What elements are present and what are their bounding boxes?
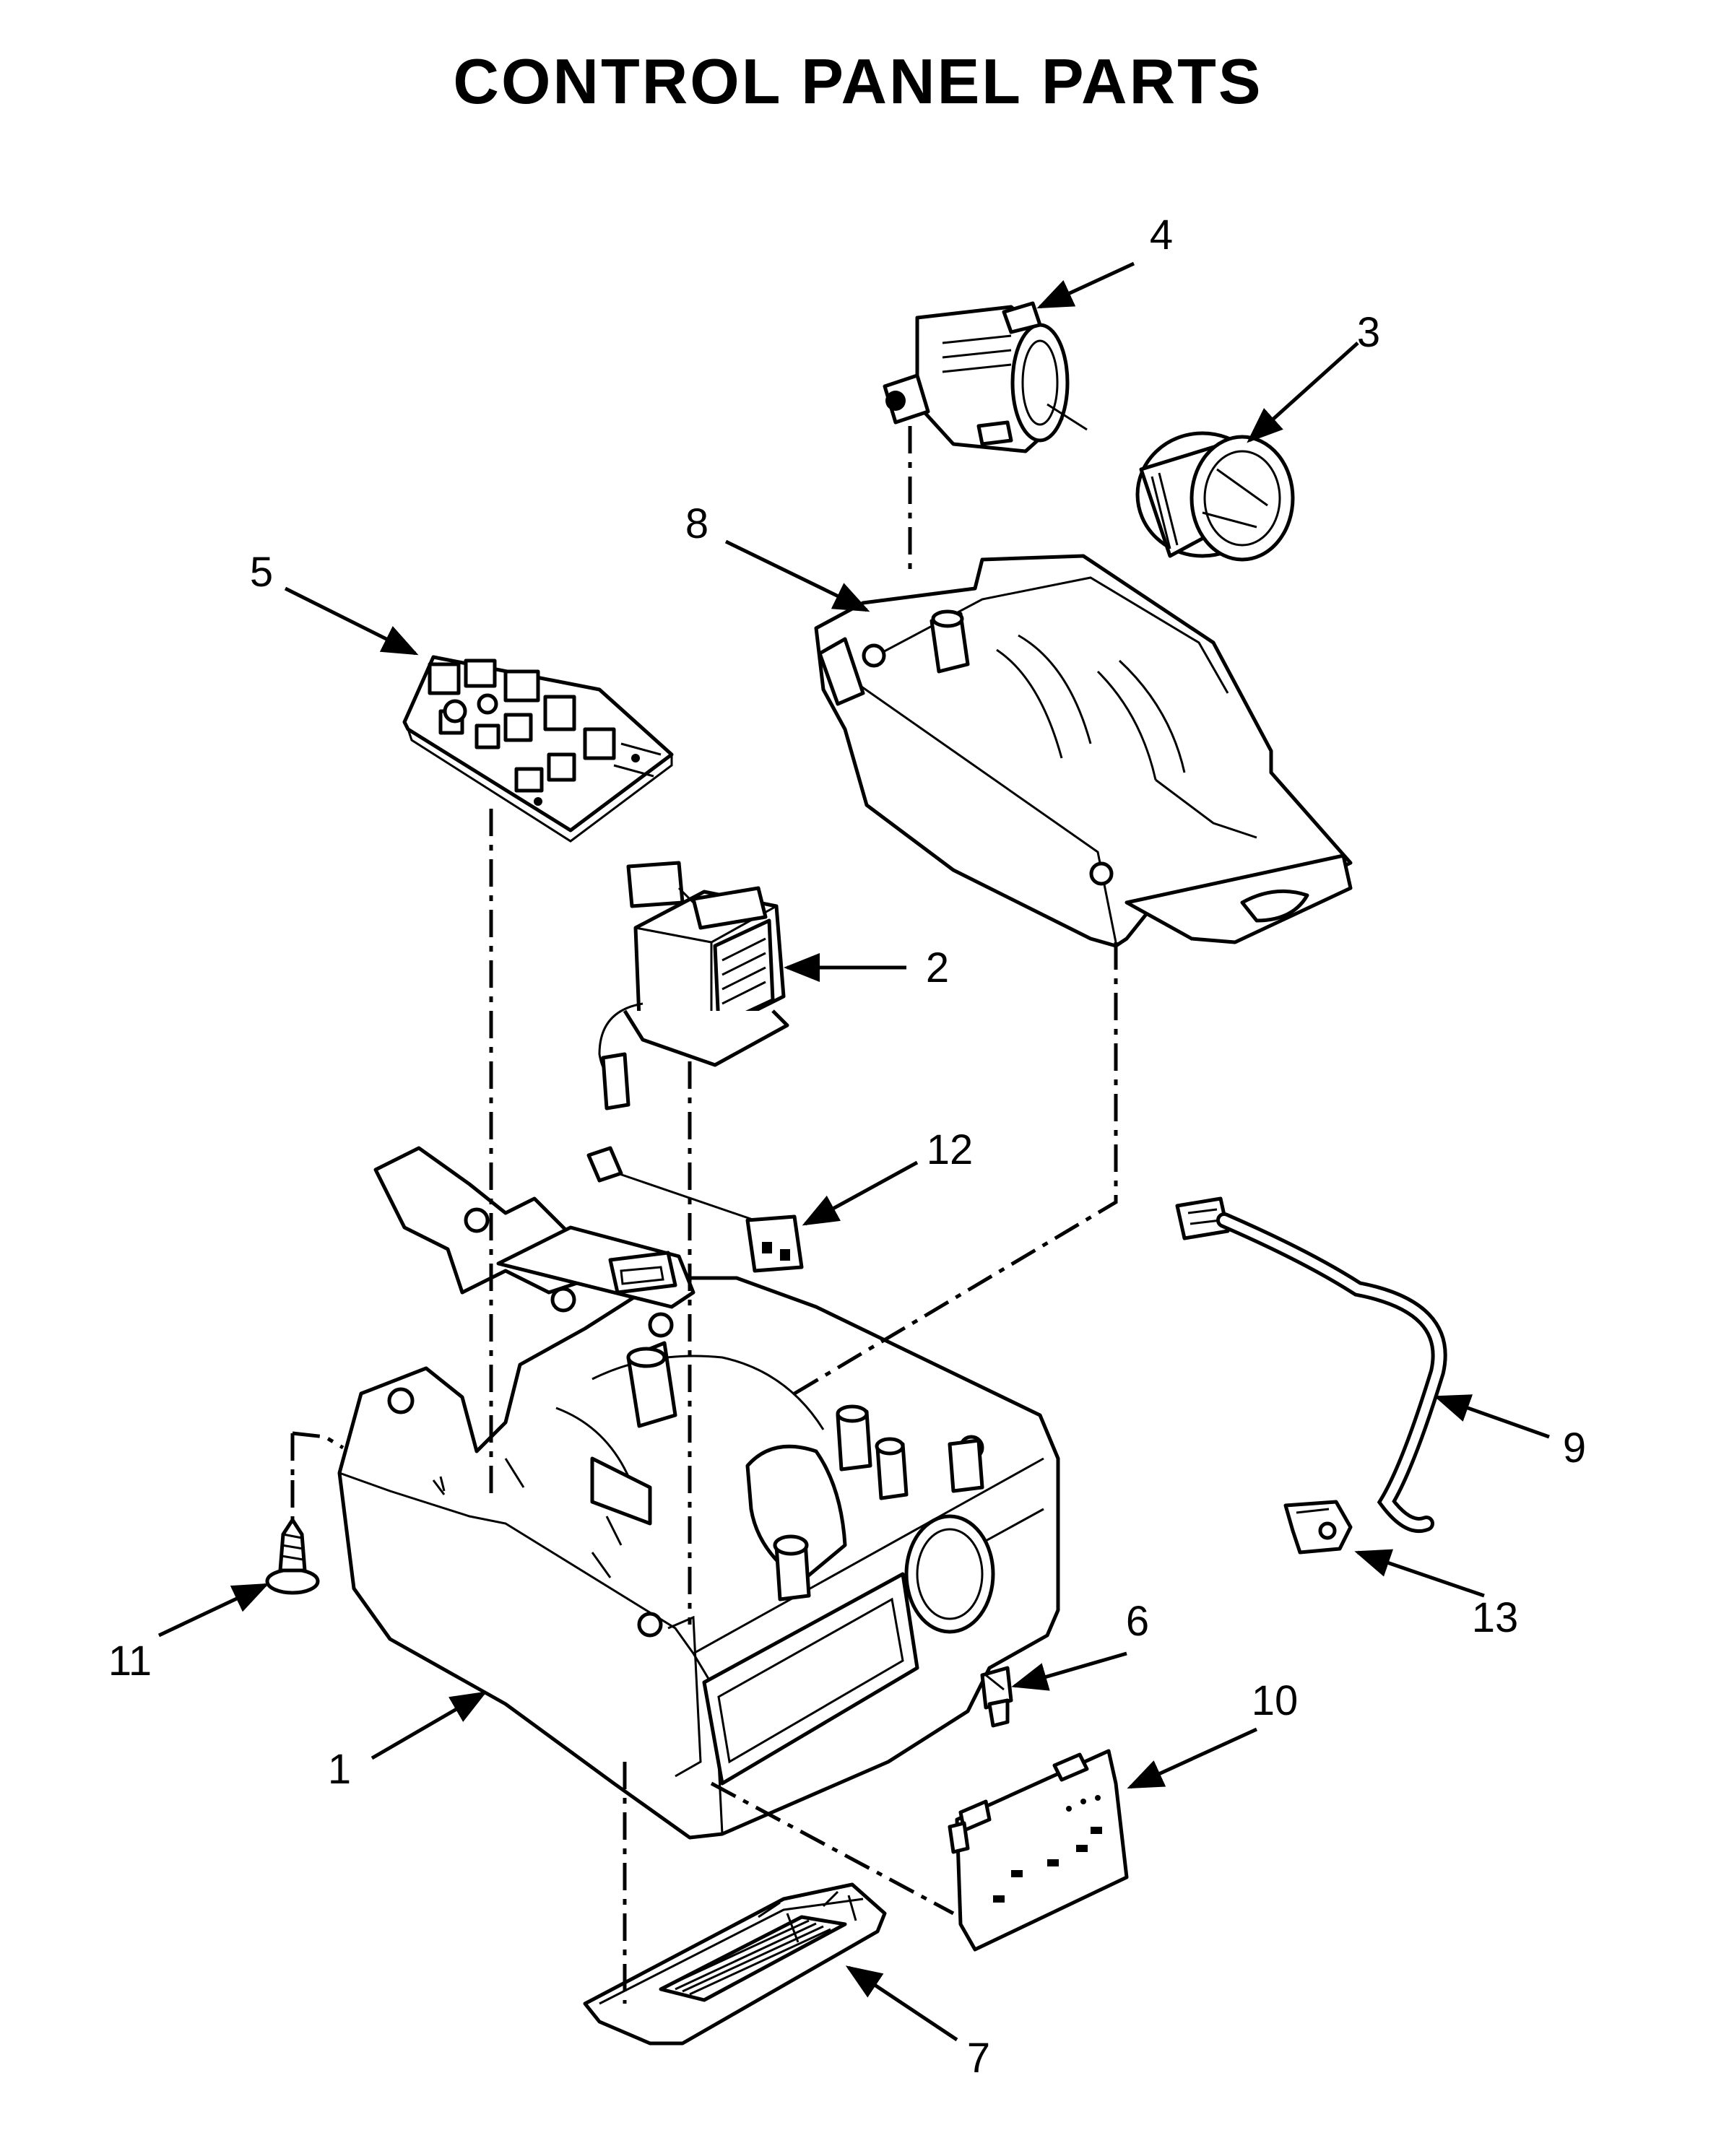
part-7-drip-tray[interactable] bbox=[583, 1882, 887, 2046]
callout-11: 11 bbox=[108, 1638, 152, 1685]
callout-2: 2 bbox=[926, 944, 949, 991]
callout-9: 9 bbox=[1563, 1425, 1586, 1472]
callout-4: 4 bbox=[1150, 212, 1173, 258]
part-13-clip[interactable] bbox=[1283, 1500, 1353, 1555]
callout-1: 1 bbox=[328, 1746, 351, 1793]
callout-3: 3 bbox=[1357, 309, 1380, 356]
callout-labels: 4 3 8 5 2 12 9 13 6 10 11 1 7 bbox=[108, 212, 1586, 2082]
callout-8: 8 bbox=[685, 500, 708, 547]
part-4-flow-valve[interactable] bbox=[883, 301, 1088, 453]
part-10-control-panel[interactable] bbox=[948, 1749, 1129, 1952]
part-1-main-housing[interactable] bbox=[337, 1146, 1060, 1840]
part-5-control-board[interactable] bbox=[402, 655, 674, 843]
part-9-wire[interactable] bbox=[1175, 1196, 1447, 1533]
part-8-upper-housing[interactable] bbox=[814, 554, 1353, 948]
diagram-title: CONTROL PANEL PARTS bbox=[453, 45, 1263, 117]
part-11-screw[interactable] bbox=[265, 1518, 320, 1595]
part-12-wire-harness[interactable] bbox=[586, 1146, 804, 1273]
callout-12: 12 bbox=[927, 1126, 974, 1173]
part-6-switch[interactable] bbox=[980, 1666, 1013, 1728]
part-3-cap[interactable] bbox=[1135, 431, 1295, 562]
callout-13: 13 bbox=[1472, 1594, 1519, 1641]
callout-10: 10 bbox=[1252, 1677, 1299, 1724]
callout-6: 6 bbox=[1126, 1598, 1149, 1645]
callout-5: 5 bbox=[250, 549, 273, 596]
part-2-transformer[interactable] bbox=[598, 861, 789, 1110]
assembly-dash-lines bbox=[290, 426, 1118, 2004]
callout-7: 7 bbox=[967, 2035, 990, 2082]
callout-leaders bbox=[157, 261, 1550, 2042]
